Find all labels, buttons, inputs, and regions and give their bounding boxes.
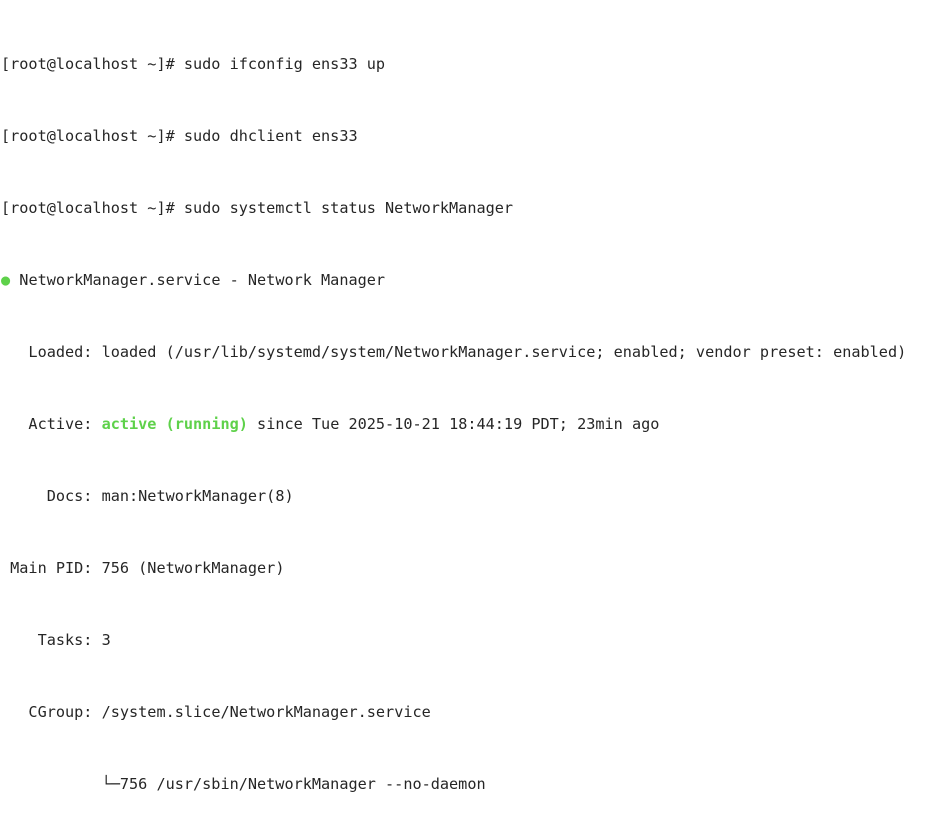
shell-prompt: [root@localhost ~]#: [1, 127, 184, 145]
status-field-loaded: Loaded: loaded (/usr/lib/systemd/system/…: [1, 343, 932, 361]
status-field-tasks: Tasks: 3: [1, 631, 932, 649]
command-text: sudo dhclient ens33: [183, 127, 358, 145]
shell-prompt: [root@localhost ~]#: [1, 55, 184, 73]
cgroup-tree-line: └─756 /usr/sbin/NetworkManager --no-daem…: [1, 775, 486, 793]
command-line: [root@localhost ~]# sudo ifconfig ens33 …: [1, 55, 932, 73]
field-value: since Tue 2025-10-21 18:44:19 PDT; 23min…: [247, 415, 660, 433]
field-label: Docs:: [1, 487, 102, 505]
status-field-cgroup: CGroup: /system.slice/NetworkManager.ser…: [1, 703, 932, 721]
field-value: 3: [101, 631, 111, 649]
status-field-active: Active: active (running) since Tue 2025-…: [1, 415, 932, 433]
status-dot-icon: ●: [1, 271, 11, 289]
field-value: man:NetworkManager(8): [101, 487, 294, 505]
status-field-main-pid: Main PID: 756 (NetworkManager): [1, 559, 932, 577]
command-line: [root@localhost ~]# sudo systemctl statu…: [1, 199, 932, 217]
field-value: /system.slice/NetworkManager.service: [101, 703, 431, 721]
field-label: Loaded:: [1, 343, 102, 361]
field-label: Main PID:: [1, 559, 102, 577]
field-value: 756 (NetworkManager): [101, 559, 285, 577]
field-label: Tasks:: [1, 631, 102, 649]
field-label: Active:: [1, 415, 102, 433]
command-text: sudo systemctl status NetworkManager: [183, 199, 514, 217]
field-value: loaded (/usr/lib/systemd/system/NetworkM…: [101, 343, 907, 361]
command-text: sudo ifconfig ens33 up: [183, 55, 386, 73]
service-unit-title: NetworkManager.service - Network Manager: [10, 271, 386, 289]
command-line: [root@localhost ~]# sudo dhclient ens33: [1, 127, 932, 145]
status-field-docs: Docs: man:NetworkManager(8): [1, 487, 932, 505]
shell-prompt: [root@localhost ~]#: [1, 199, 184, 217]
status-badge: active (running): [101, 415, 248, 433]
field-label: CGroup:: [1, 703, 102, 721]
service-unit-line: ● NetworkManager.service - Network Manag…: [1, 271, 932, 289]
